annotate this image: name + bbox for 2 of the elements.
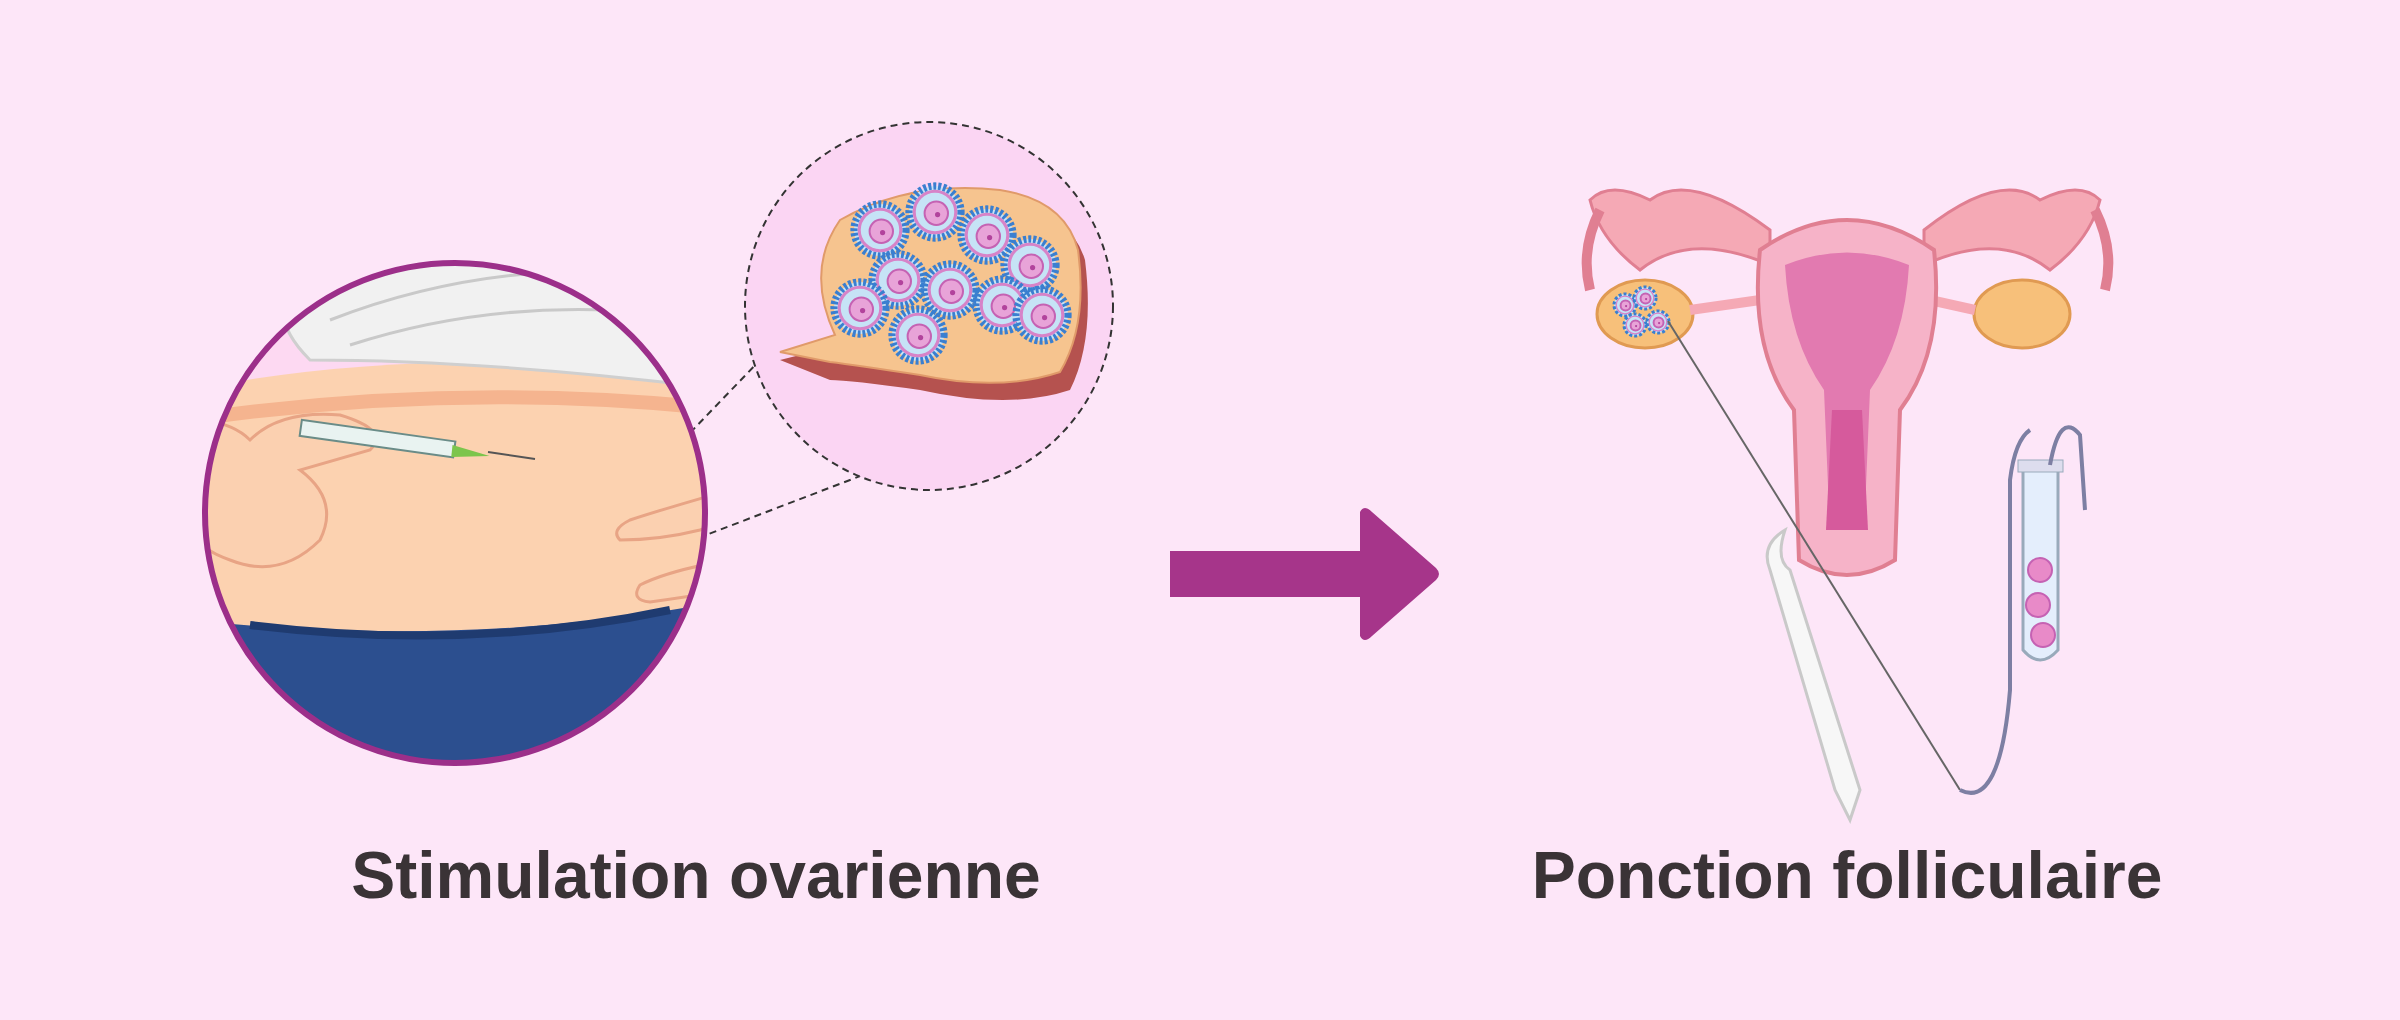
step-title: Ponction folliculaire (1530, 837, 2164, 914)
step-title: Stimulation ovarienne (350, 837, 1042, 914)
